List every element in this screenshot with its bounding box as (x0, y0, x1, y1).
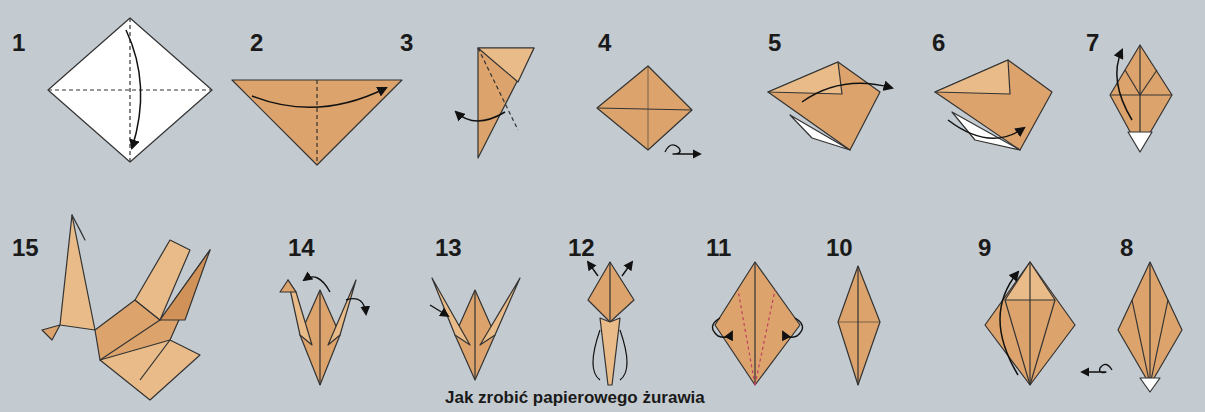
step-number: 11 (706, 235, 731, 261)
step-8-kite (1082, 262, 1182, 392)
step-15-finished-crane (42, 215, 210, 400)
step-number: 9 (978, 235, 991, 261)
step-number: 2 (250, 30, 263, 56)
step-number: 13 (435, 235, 462, 261)
step-14-crane (280, 277, 366, 385)
step-number: 4 (598, 30, 611, 56)
step-number: 5 (768, 30, 781, 56)
step-3-fold (456, 48, 534, 158)
step-9-kite (985, 262, 1075, 385)
step-number: 10 (826, 235, 853, 261)
step-number: 14 (288, 235, 315, 261)
step-12-legs (588, 262, 634, 385)
step-6-fold (935, 60, 1052, 150)
step-2-triangle (232, 80, 402, 165)
flip-symbol (1082, 364, 1112, 372)
step-13-crane (430, 278, 520, 380)
step-number: 15 (12, 235, 39, 261)
step-number: 1 (12, 30, 25, 56)
step-4-square-base (597, 66, 700, 154)
step-5-fold (768, 62, 892, 150)
step-number: 6 (932, 30, 945, 56)
step-7-base (1110, 45, 1172, 152)
step-10-diamond (838, 266, 880, 385)
flip-symbol (665, 145, 700, 154)
step-number: 7 (1086, 30, 1099, 56)
step-1-square (48, 18, 212, 162)
caption: Jak zrobić papierowego żurawia (445, 388, 705, 408)
step-number: 12 (568, 235, 595, 261)
step-11-diamond (712, 262, 802, 385)
step-number: 3 (400, 30, 413, 56)
step-number: 8 (1120, 235, 1133, 261)
